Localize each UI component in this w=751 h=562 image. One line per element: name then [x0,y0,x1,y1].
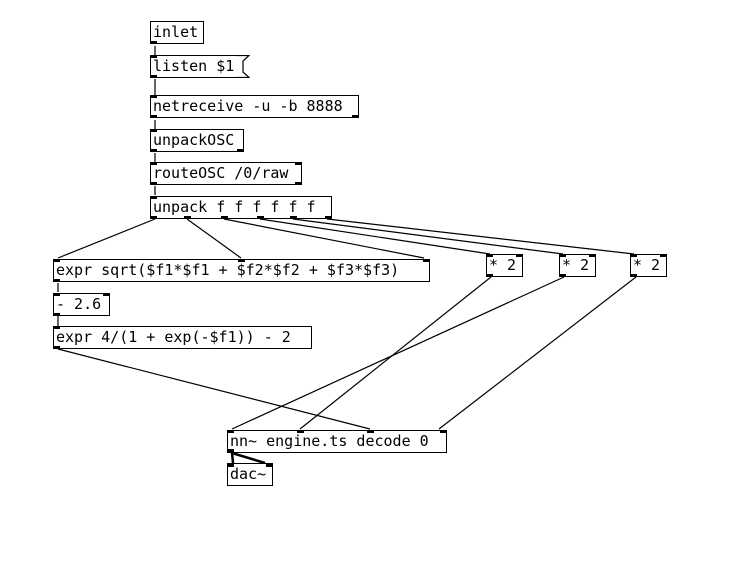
inlet-port[interactable] [660,254,667,257]
object-text: listen $1 [153,57,235,75]
inlet-port[interactable] [589,254,596,257]
object-dac[interactable]: dac~ [227,463,273,486]
signal-cord [230,452,235,464]
outlet[interactable] [227,449,234,453]
cord [231,276,565,430]
object-nn-decode[interactable]: nn~ engine.ts decode 0 [227,430,447,453]
outlet[interactable] [221,216,228,219]
object-text: expr 4/(1 + exp(-$f1)) - 2 [56,328,291,346]
outlet[interactable] [150,216,157,219]
object-text: dac~ [230,465,267,483]
outlet[interactable] [53,346,60,349]
inlet-port[interactable] [630,254,637,257]
cord [292,218,564,255]
object-text: nn~ engine.ts decode 0 [230,432,429,450]
outlet[interactable] [630,274,637,277]
inlet-port[interactable] [559,254,566,257]
inlet-port[interactable] [103,293,110,296]
object-multiply-2[interactable]: * 2 [559,254,596,277]
inlet-port[interactable] [150,95,157,98]
object-text: * 2 [562,256,590,274]
inlet-port[interactable] [227,430,234,433]
outlet[interactable] [559,274,566,277]
inlet-port[interactable] [295,162,302,165]
object-multiply-1[interactable]: * 2 [486,254,523,277]
outlet[interactable] [150,149,157,152]
inlet-port[interactable] [150,162,157,165]
cord [186,218,242,259]
inlet-port[interactable] [150,129,157,132]
object-routeosc[interactable]: routeOSC /0/raw [150,162,302,185]
object-expr-sigmoid[interactable]: expr 4/(1 + exp(-$f1)) - 2 [53,326,312,349]
cord [438,276,637,430]
object-text: - 2.6 [56,295,102,313]
cord [57,218,156,259]
inlet-port[interactable] [516,254,523,257]
outlet[interactable] [237,149,244,152]
object-subtract[interactable]: - 2.6 [53,293,110,316]
inlet-port[interactable] [53,293,60,296]
object-text: routeOSC /0/raw [153,164,289,182]
message-box-flag [236,55,250,78]
object-multiply-3[interactable]: * 2 [630,254,667,277]
inlet-port[interactable] [53,326,60,329]
outlet[interactable] [150,75,157,78]
object-text: expr sqrt($f1*$f1 + $f2*$f2 + $f3*$f3) [56,261,400,279]
inlet-port[interactable] [238,259,245,262]
outlet[interactable] [257,216,264,219]
inlet-port[interactable] [486,254,493,257]
outlet[interactable] [295,182,302,185]
outlet[interactable] [325,216,332,219]
outlet[interactable] [150,41,157,44]
inlet-port[interactable] [297,430,304,433]
object-text: * 2 [633,256,661,274]
message-listen[interactable]: listen $1 [150,55,244,78]
outlet[interactable] [290,216,297,219]
outlet[interactable] [53,313,60,316]
object-text: netreceive -u -b 8888 [153,97,343,115]
object-text: inlet [153,23,199,41]
outlet[interactable] [486,274,493,277]
outlet[interactable] [352,115,359,118]
cord [299,276,492,430]
object-unpackosc[interactable]: unpackOSC [150,129,244,152]
inlet-port[interactable] [150,55,157,58]
cord [259,218,491,255]
inlet-port[interactable] [53,259,60,262]
inlet-port[interactable] [266,463,273,467]
object-text: unpackOSC [153,131,235,149]
object-netreceive[interactable]: netreceive -u -b 8888 [150,95,359,118]
object-inlet[interactable]: inlet [150,21,204,44]
inlet-port[interactable] [440,430,447,433]
cord [57,348,371,430]
cord [326,218,635,255]
outlet[interactable] [184,216,191,219]
object-unpack[interactable]: unpack f f f f f f [150,196,332,219]
cord [223,218,425,259]
outlet[interactable] [150,115,157,118]
inlet-port[interactable] [423,259,430,262]
outlet[interactable] [150,182,157,185]
inlet-port[interactable] [150,196,157,199]
inlet-port[interactable] [367,430,374,433]
inlet-port[interactable] [227,463,234,467]
outlet[interactable] [53,279,60,282]
signal-cord [231,451,266,465]
object-text: unpack f f f f f f [153,198,316,216]
object-text: * 2 [489,256,517,274]
object-expr-magnitude[interactable]: expr sqrt($f1*$f1 + $f2*$f2 + $f3*$f3) [53,259,430,282]
